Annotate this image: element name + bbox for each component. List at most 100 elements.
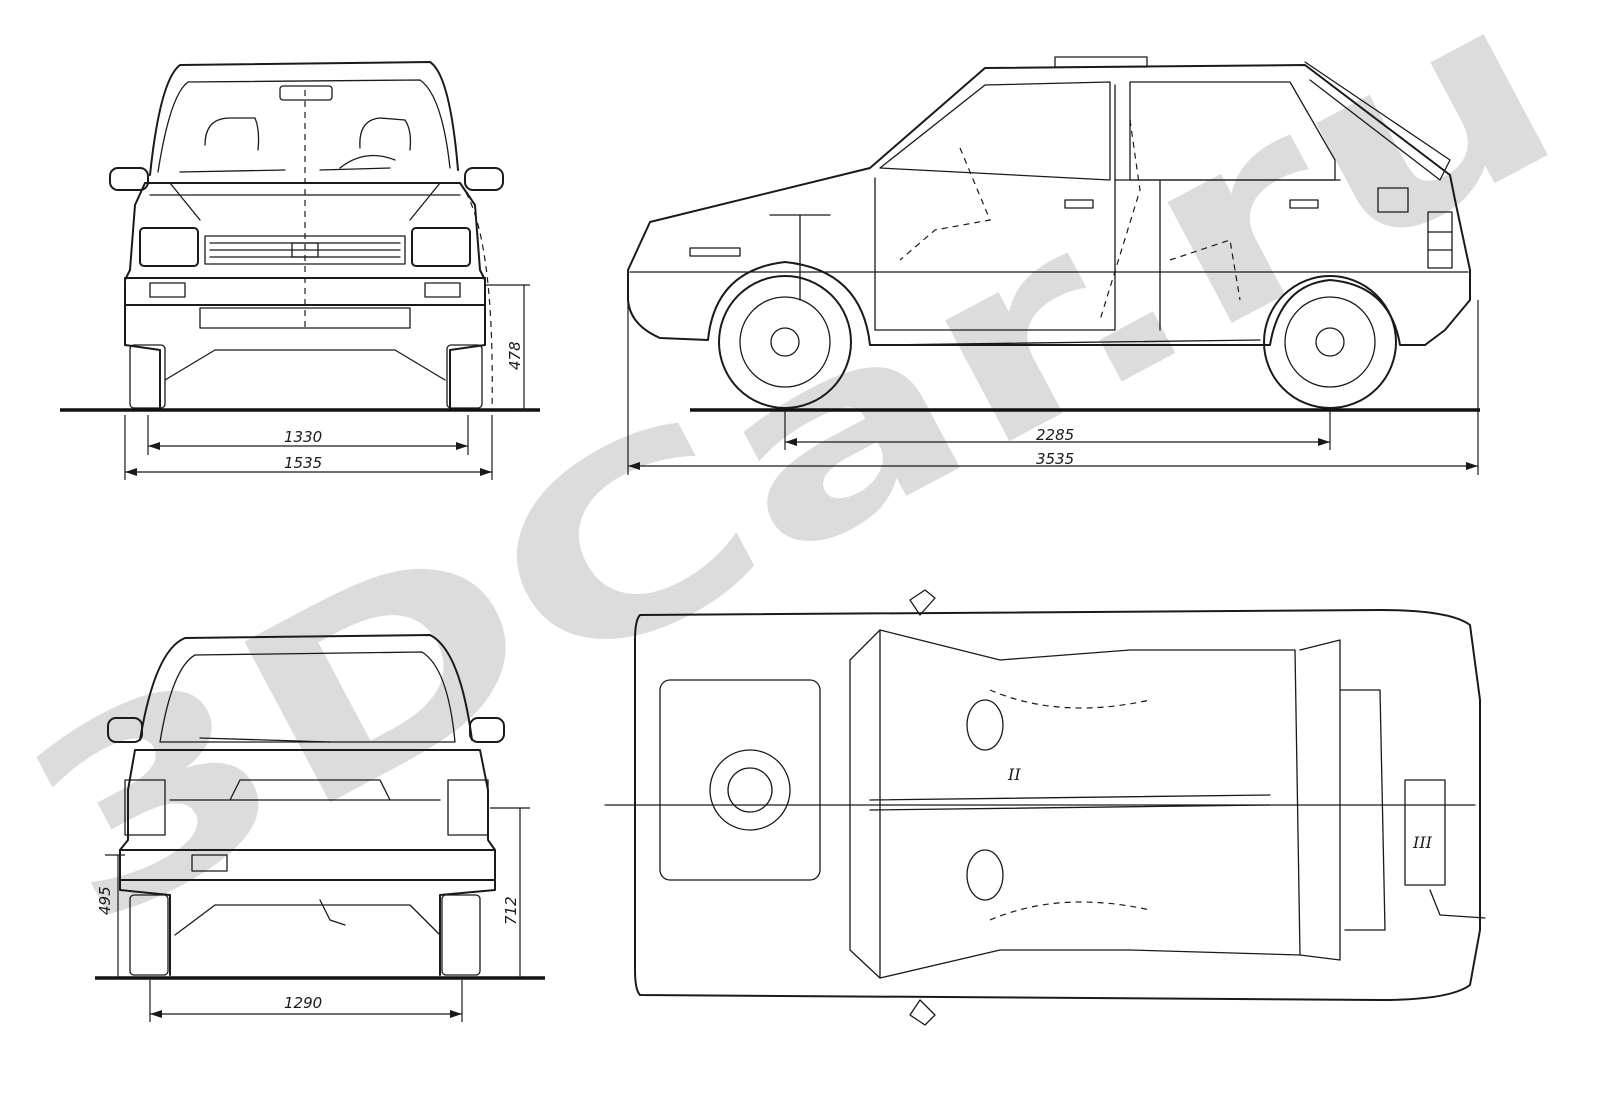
steering-column xyxy=(899,147,991,261)
license-light xyxy=(191,854,228,872)
side-front-window xyxy=(879,81,1111,181)
front-track-dim xyxy=(147,415,469,455)
front-width-label: 1535 xyxy=(284,454,322,472)
arrow xyxy=(1466,462,1478,470)
arrow xyxy=(450,1010,462,1018)
watermark: 3DCar.ru xyxy=(0,0,1600,982)
exhaust-line xyxy=(879,339,1261,346)
front-door xyxy=(874,84,1116,331)
watermark-text: 3DCar.ru xyxy=(0,0,1600,982)
interior-dashed xyxy=(1099,119,1241,321)
wipers xyxy=(179,167,391,173)
rear-rim xyxy=(1284,296,1376,388)
arrow xyxy=(148,442,160,450)
front-height-label: 478 xyxy=(506,341,524,370)
rear-mirror-right xyxy=(469,717,505,743)
tail-light-left xyxy=(124,779,166,836)
rear-view-mirror xyxy=(279,85,333,101)
top-cabin xyxy=(879,629,1301,979)
front-suspension xyxy=(164,349,446,381)
arrow xyxy=(456,442,468,450)
front-windshield xyxy=(157,79,451,173)
front-width-dim xyxy=(124,415,493,480)
rear-hub xyxy=(1315,327,1345,357)
rear-suspension xyxy=(174,904,441,936)
side-view: 2285 3535 xyxy=(627,56,1480,475)
front-roof xyxy=(149,61,459,176)
seat-front-right xyxy=(966,849,1004,901)
rear-bumper xyxy=(119,849,496,881)
length-label: 3535 xyxy=(1036,450,1074,468)
rear-door xyxy=(1114,179,1341,331)
front-silhouette-dashed xyxy=(459,182,493,411)
side-body xyxy=(627,64,1471,346)
rear-track-label: 1290 xyxy=(284,994,322,1012)
mirror-right xyxy=(464,167,504,191)
front-tire-right xyxy=(446,344,483,409)
rear-bumper-dim xyxy=(105,854,125,978)
fuel-tank xyxy=(1404,779,1446,886)
engine-bay xyxy=(659,679,821,881)
front-view: 478 1330 1535 xyxy=(60,61,540,480)
rear-mirror-left xyxy=(107,717,143,743)
clutch-housing xyxy=(709,749,791,831)
top-body xyxy=(634,609,1481,1001)
rear-spoiler xyxy=(1304,61,1451,181)
marker-ii: II xyxy=(1007,765,1021,784)
rear-axle xyxy=(1339,689,1386,931)
seat-front-left xyxy=(966,699,1004,751)
steering-wheel xyxy=(339,154,396,169)
front-height-dim xyxy=(485,284,530,411)
rear-track-dim xyxy=(149,980,463,1022)
front-apron xyxy=(199,307,411,329)
front-strut xyxy=(769,214,831,301)
arrow xyxy=(150,1010,162,1018)
top-mirrors xyxy=(909,589,936,1026)
seat-right xyxy=(359,117,412,151)
seat-outlines xyxy=(989,689,1151,921)
front-track-label: 1330 xyxy=(284,428,322,446)
rear-view: 495 712 1290 xyxy=(95,634,545,1022)
rear-roof xyxy=(139,634,473,741)
front-bumper xyxy=(124,277,486,306)
driveshaft xyxy=(869,794,1271,811)
arrow xyxy=(628,462,640,470)
fog-light-right xyxy=(424,282,461,298)
clutch-inner xyxy=(727,767,773,813)
rear-window xyxy=(159,651,456,743)
top-rear-glass xyxy=(1299,639,1341,961)
top-exhaust-tail xyxy=(1429,889,1486,919)
tail-light-side xyxy=(1427,211,1453,269)
wheelbase-label: 2285 xyxy=(1036,426,1074,444)
seat-left xyxy=(204,117,260,151)
headlight-right xyxy=(411,227,471,267)
front-rim xyxy=(739,296,831,388)
length-dim xyxy=(627,300,1479,475)
rear-tire-left xyxy=(129,894,169,976)
front-door-handle xyxy=(1064,199,1094,209)
rear-height-dim xyxy=(490,807,530,978)
front-wheel xyxy=(718,275,852,409)
mirror-left xyxy=(109,167,149,191)
front-tire-left xyxy=(129,344,166,409)
front-hub xyxy=(770,327,800,357)
rear-tire-right xyxy=(441,894,481,976)
arrow xyxy=(785,438,797,446)
rear-bumper-label: 495 xyxy=(96,886,114,915)
fuel-cap xyxy=(1377,187,1409,213)
top-view: II III xyxy=(604,589,1486,1026)
arrow xyxy=(480,468,492,476)
rear-wheel xyxy=(1263,275,1397,409)
marker-iii: III xyxy=(1412,833,1433,852)
headlight-left xyxy=(139,227,199,267)
top-windshield xyxy=(849,629,881,979)
arrow xyxy=(1318,438,1330,446)
roof-antenna xyxy=(1054,56,1148,68)
side-marker xyxy=(689,247,741,257)
tail-light-right xyxy=(447,779,489,836)
rear-door-handle xyxy=(1289,199,1319,209)
exhaust-tip xyxy=(319,899,346,926)
side-rear-window xyxy=(1129,81,1336,181)
rear-height-label: 712 xyxy=(502,896,520,925)
